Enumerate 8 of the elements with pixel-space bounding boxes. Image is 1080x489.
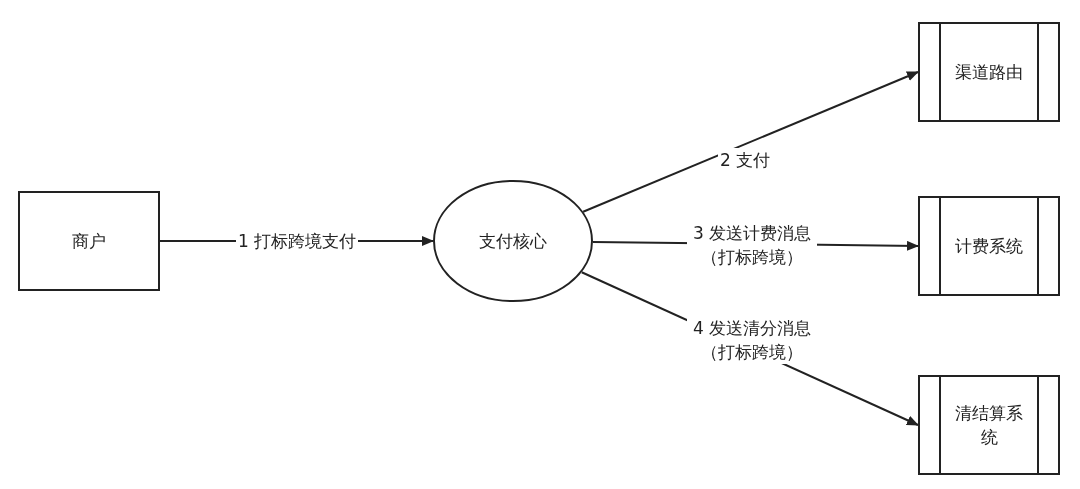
process-box: 商户 — [18, 191, 160, 291]
edge-label: 1 打标跨境支付 — [235, 229, 359, 253]
arrow — [582, 71, 919, 213]
subprocess-box: 计费系统 — [918, 196, 1060, 296]
edge-label: 2 支付 — [717, 148, 773, 172]
subprocess-box: 渠道路由 — [918, 22, 1060, 122]
subprocess-box: 清结算系统 — [918, 375, 1060, 475]
process-ellipse: 支付核心 — [433, 180, 593, 302]
